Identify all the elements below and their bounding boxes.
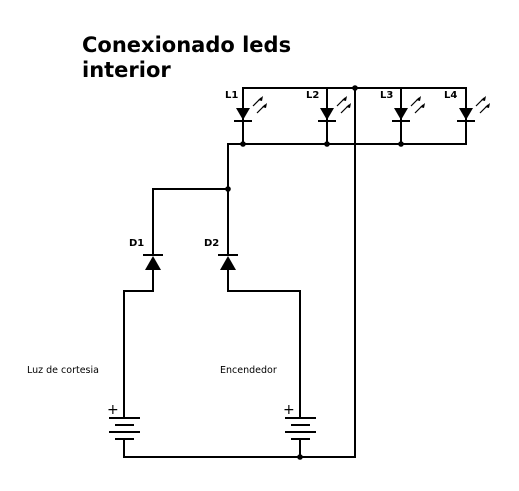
led-l2: L2 xyxy=(306,90,351,122)
junctions xyxy=(225,85,404,460)
battery-luz-de-cortesia: + Luz de cortesia xyxy=(27,365,140,440)
battery-encendedor: + Encendedor xyxy=(220,365,316,440)
diode-d1: D1 xyxy=(129,238,163,270)
battery-label-encendedor: Encendedor xyxy=(220,365,277,376)
led-label-l2: L2 xyxy=(306,90,319,101)
diagram-title: Conexionado leds interior xyxy=(82,33,291,83)
led-l3: L3 xyxy=(380,90,425,122)
led-label-l4: L4 xyxy=(444,90,457,101)
diode-label-d1: D1 xyxy=(129,238,144,249)
battery-plus-sign-1: + xyxy=(107,402,119,418)
led-label-l1: L1 xyxy=(225,90,238,101)
led-l4: L4 xyxy=(444,90,490,122)
diode-d2: D2 xyxy=(204,238,238,270)
diode-label-d2: D2 xyxy=(204,238,219,249)
led-l1: L1 xyxy=(225,90,267,122)
title-line-1: Conexionado leds xyxy=(82,33,292,57)
led-label-l3: L3 xyxy=(380,90,393,101)
title-line-2: interior xyxy=(82,58,171,82)
battery-plus-sign-2: + xyxy=(283,402,295,418)
wires xyxy=(123,87,467,458)
battery-label-luz-de-cortesia: Luz de cortesia xyxy=(27,365,99,376)
